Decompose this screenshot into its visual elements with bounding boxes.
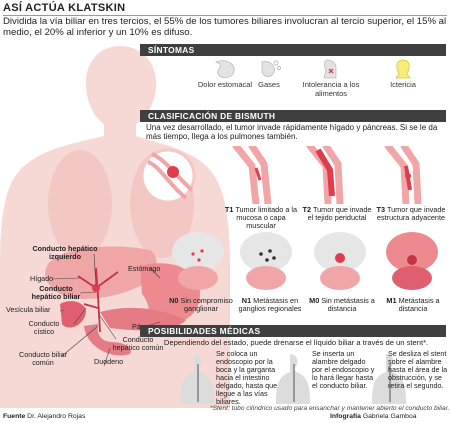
t3-text: Tumor que invade estructura adyacente (376, 205, 446, 222)
t3-code: T3 (376, 205, 386, 214)
body-illustration (0, 46, 230, 408)
t1-duct (232, 146, 272, 204)
m1-code: M1 (386, 296, 397, 305)
stomach-pain-icon (215, 60, 235, 78)
duodenum-shape (84, 324, 131, 356)
symptom-label: Intolerancia a los alimentos (302, 80, 360, 98)
source-credit: Fuente Dr. Alejandro Rojas (3, 413, 85, 420)
label-gallbladder: Vesícula biliar (6, 305, 51, 314)
m0-organs (314, 232, 366, 290)
section-options-header: POSIBILIDADES MÉDICAS (140, 325, 446, 337)
pancreas-shape (100, 307, 186, 331)
label-common-bile: Conducto biliar común (19, 350, 67, 367)
t1-tumor (254, 167, 262, 181)
label-duodenum: Duodeno (94, 357, 124, 366)
intro-text: Dividida la vía biliar en tres tercios, … (3, 16, 447, 38)
graphic-credit: Infografía Gabriela Gamboa (330, 413, 417, 420)
source-label: Fuente (3, 413, 26, 420)
n1-text: Metástasis en ganglios regionales (238, 296, 302, 313)
gallbladder-shape (60, 301, 86, 328)
option-stent: Se desliza el stent sobre el alambre has… (388, 349, 448, 390)
m0-caption: M0 Sin metástasis a distancia (308, 297, 376, 313)
jaundice-icon (395, 59, 411, 79)
t1-text: Tumor limitado a la mucosa o capa muscul… (235, 205, 298, 230)
t3-duct (384, 146, 422, 204)
t2-code: T2 (302, 205, 312, 214)
procedure-illustrations (180, 354, 406, 404)
m0-code: M0 (309, 296, 320, 305)
options-intro: Dependiendo del estado, puede drenarse e… (163, 338, 429, 347)
t2-duct (306, 146, 344, 204)
label-common-hepatic: Conducto hepático común (112, 335, 164, 352)
section-classification-header: CLASIFICACIÓN DE BISMUTH (140, 110, 446, 122)
gas-icon (261, 60, 281, 77)
option-wire: Se inserta un alambre delgado por el end… (312, 349, 375, 390)
label-hepatic-biliar: Conducto hepático biliar (31, 284, 81, 301)
source-name: Dr. Alejandro Rojas (27, 413, 86, 420)
option-endoscope: Se coloca un endoscopio por la boca y la… (216, 349, 278, 406)
classification-text: Una vez desarrollado, el tumor invade rá… (146, 123, 438, 141)
symptom-stomach-pain: Dolor estomacal (194, 58, 256, 90)
label-hepatic-left: Conducto hepático izquierdo (32, 244, 98, 261)
left-lung (48, 150, 112, 258)
t1-code: T1 (224, 205, 234, 214)
graphic-name: Gabriela Gamboa (362, 413, 417, 420)
symptom-label: Gases (258, 80, 280, 89)
label-cystic-duct: Conducto cístico (28, 319, 60, 336)
n1-code: N1 (241, 296, 252, 305)
symptom-jaundice: Ictericia (372, 58, 434, 90)
t-stage-illustrations (232, 146, 422, 204)
t2-caption: T2 Tumor que invade el tejido periductal (302, 206, 372, 222)
symptom-label: Ictericia (390, 80, 416, 89)
m1-organs (386, 232, 438, 290)
t2-tumor (315, 148, 335, 197)
n1-organs (240, 232, 292, 290)
n0-organs (172, 232, 224, 290)
label-stomach: Estómago (128, 264, 161, 273)
food-intolerance-icon (323, 59, 337, 79)
n1-caption: N1 Metástasis en ganglios regionales (234, 297, 306, 313)
n0-code: N0 (169, 296, 179, 305)
t2-text: Tumor que invade el tejido periductal (307, 205, 372, 222)
procedure-figures (180, 354, 406, 404)
liver-shape (45, 246, 157, 299)
tumor-marker (92, 284, 100, 292)
symptom-gas: Gases (238, 58, 300, 90)
duct-zoom-circle (140, 148, 196, 204)
m1-caption: M1 Metástasis a distancia (378, 297, 448, 313)
m1-text: Metástasis a distancia (398, 296, 440, 313)
duct-zoom-tumor (167, 166, 179, 178)
t3-caption: T3 Tumor que invade estructura adyacente (374, 206, 448, 222)
n-stage-illustrations (172, 232, 438, 290)
n0-caption: N0 Sin compromiso ganglionar (168, 297, 234, 313)
stent-footnote: *Stent: tubo cilíndrico usado para ensan… (210, 405, 450, 412)
symptom-label: Dolor estomacal (197, 80, 253, 89)
symptom-food-intolerance: Intolerancia a los alimentos (296, 58, 366, 98)
graphic-label: Infografía (330, 413, 361, 420)
section-symptoms-header: SÍNTOMAS (140, 44, 446, 56)
label-liver: Hígado (30, 274, 54, 283)
m0-text: Sin metástasis a distancia (321, 296, 375, 313)
n0-text: Sin compromiso ganglionar (180, 296, 233, 313)
t1-caption: T1 Tumor limitado a la mucosa o capa mus… (224, 206, 298, 230)
page-title: ASÍ ACTÚA KLATSKIN (3, 2, 447, 16)
